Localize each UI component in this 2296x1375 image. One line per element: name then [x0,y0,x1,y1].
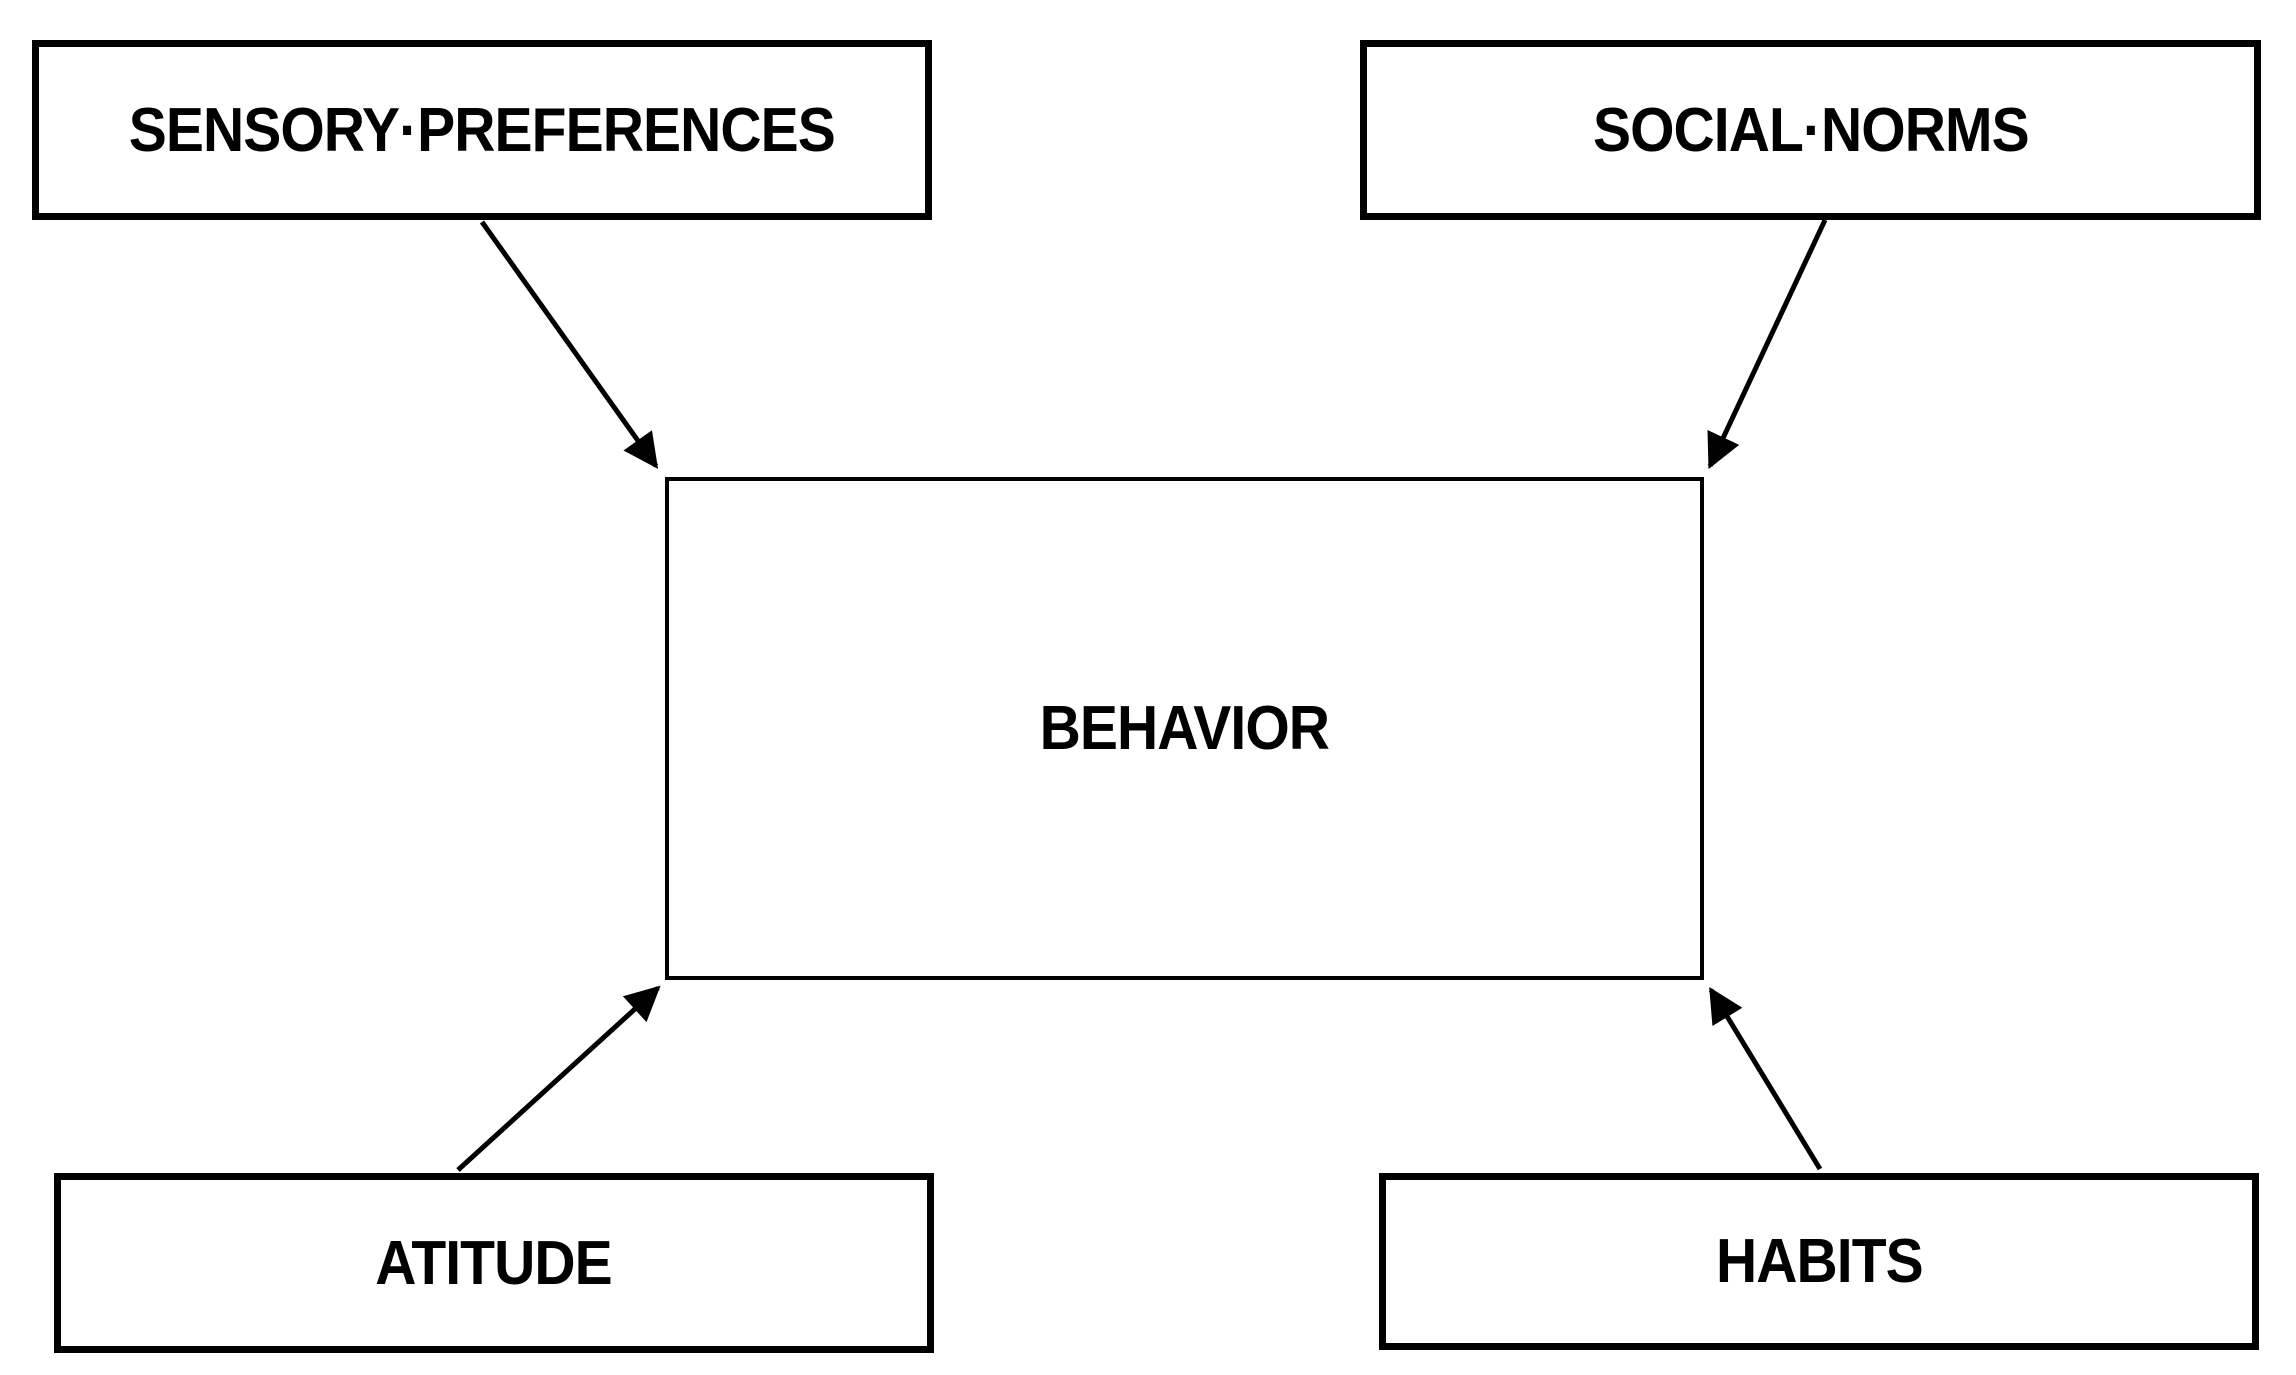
node-sensory-preferences-label: SENSORY·PREFERENCES [128,95,836,165]
node-habits: HABITS [1379,1173,2259,1350]
node-social-norms: SOCIAL·NORMS [1360,40,2261,220]
arrow-social-to-behavior [1707,218,1828,470]
arrow-habits-to-behavior [1708,987,1823,1171]
node-atitude-label: ATITUDE [375,1228,613,1298]
node-behavior-label: BEHAVIOR [1039,694,1330,763]
node-social-norms-label: SOCIAL·NORMS [1592,95,2030,165]
node-habits-label: HABITS [1715,1227,1924,1296]
node-behavior: BEHAVIOR [665,477,1704,980]
node-sensory-preferences: SENSORY·PREFERENCES [32,40,932,220]
node-atitude: ATITUDE [54,1173,934,1353]
arrow-sensory-to-behavior [479,220,659,469]
arrow-atitude-to-behavior [456,985,661,1172]
